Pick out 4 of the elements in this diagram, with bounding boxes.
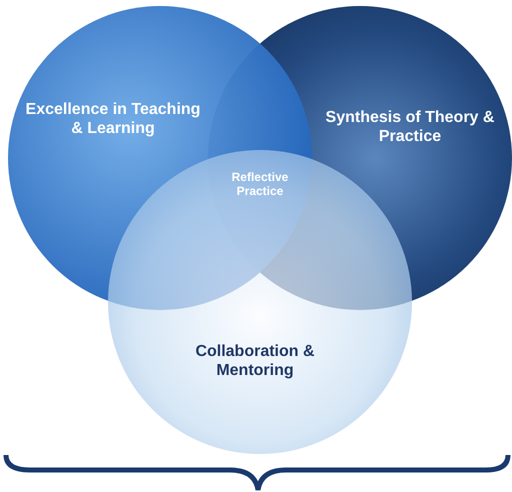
overlap-label: Reflective Practice	[230, 170, 290, 199]
circle-label: Excellence in Teaching & Learning	[24, 100, 202, 138]
circle-label: Synthesis of Theory & Practice	[324, 108, 496, 146]
circle-label: Collaboration & Mentoring	[194, 342, 316, 380]
